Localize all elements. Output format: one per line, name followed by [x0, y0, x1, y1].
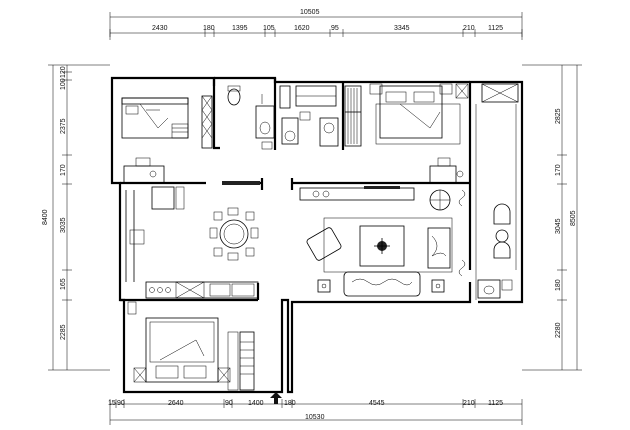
kitchen [125, 190, 259, 299]
right-dimension: 2825 170 3045 180 2280 8505 [522, 64, 582, 371]
plant-icon [374, 238, 390, 254]
bottom-seg-9: 1125 [488, 400, 503, 407]
top-left-bedroom [121, 95, 213, 184]
bottom-seg-2: 90 [117, 400, 125, 407]
dining-table-icon [209, 207, 259, 261]
left-total-label: 8400 [42, 209, 49, 225]
bottom-dimension: 15 90 2640 90 1400 180 4545 210 1125 105… [108, 399, 523, 425]
outer-walls [110, 76, 524, 394]
bottom-seg-1: 15 [108, 400, 116, 407]
right-seg-1: 2825 [555, 108, 562, 124]
bottom-seg-3: 2640 [168, 400, 184, 407]
right-total-label: 8505 [570, 210, 577, 226]
top-total-label: 10505 [300, 9, 320, 16]
bottom-seg-4: 90 [225, 400, 233, 407]
bed-icon [125, 103, 169, 129]
desk [123, 165, 165, 184]
bathroom-2 [279, 85, 339, 147]
left-seg-1: 120 [60, 66, 67, 78]
sink-icon [259, 121, 271, 135]
master-wardrobe [344, 85, 362, 147]
bottom-seg-6: 180 [284, 400, 296, 407]
left-seg-7: 2285 [60, 324, 67, 340]
wardrobe [201, 95, 213, 149]
toilet-icon [227, 85, 241, 106]
top-seg-8: 210 [463, 25, 475, 32]
bottom-seg-7: 4545 [369, 400, 385, 407]
entrance-arrow-icon [270, 392, 282, 404]
left-seg-3: 2375 [60, 118, 67, 134]
top-seg-9: 1125 [488, 25, 503, 32]
coffee-table [359, 225, 405, 267]
bottom-total-label: 10530 [305, 414, 325, 421]
top-seg-2: 180 [203, 25, 215, 32]
master-bedroom [369, 83, 469, 184]
living-room [299, 186, 511, 297]
bottom-seg-5: 1400 [248, 400, 264, 407]
top-seg-3: 1395 [232, 25, 248, 32]
bottom-seg-8: 210 [463, 400, 475, 407]
right-seg-4: 180 [555, 279, 562, 291]
top-seg-1: 2430 [152, 25, 168, 32]
bed-icon [149, 321, 215, 379]
utility-area [477, 279, 513, 299]
top-seg-4: 105 [263, 25, 275, 32]
left-seg-4: 170 [60, 164, 67, 176]
left-seg-2: 100 [60, 78, 67, 90]
sofa-icon [343, 271, 421, 297]
balcony [475, 83, 519, 300]
bed-icon [379, 85, 443, 139]
right-seg-3: 3045 [555, 218, 562, 234]
dark-cabinet [222, 181, 260, 185]
left-dimension: 8400 120 100 2375 170 3035 165 2285 [42, 64, 110, 371]
left-seg-6: 165 [60, 278, 67, 290]
bottom-left-bedroom [127, 301, 255, 391]
top-dimension: 10505 2430 180 1395 105 1620 95 3345 210… [109, 9, 523, 40]
bathroom-1 [227, 85, 275, 150]
right-seg-2: 170 [555, 164, 562, 176]
top-seg-7: 3345 [394, 25, 410, 32]
armchair-icon [306, 227, 342, 261]
left-seg-5: 3035 [60, 217, 67, 233]
right-seg-5: 2280 [555, 322, 562, 338]
top-seg-5: 1620 [294, 25, 310, 32]
top-seg-6: 95 [331, 25, 339, 32]
